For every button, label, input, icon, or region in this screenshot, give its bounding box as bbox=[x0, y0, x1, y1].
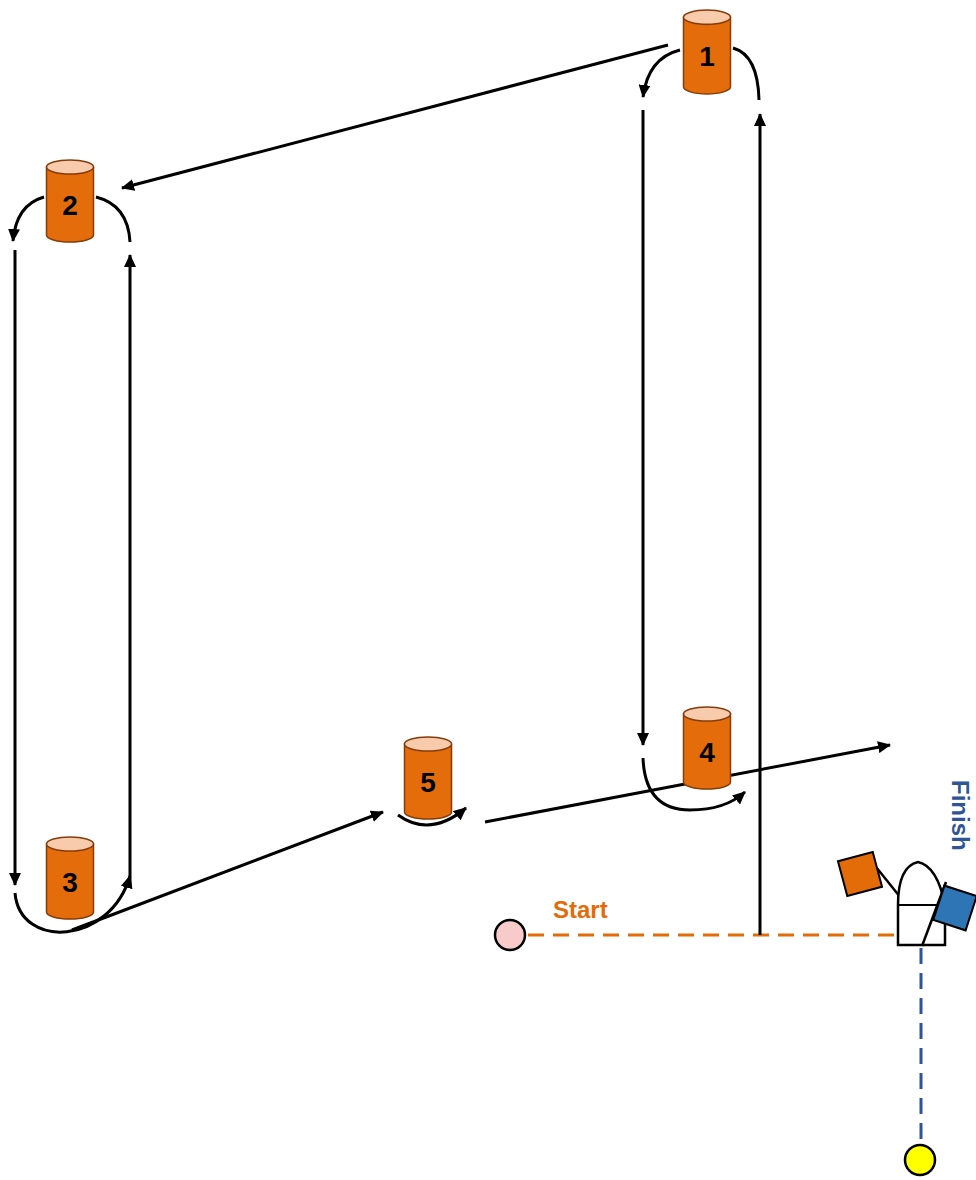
course-line bbox=[759, 114, 762, 935]
course-leg bbox=[72, 812, 383, 930]
buoy-marker: 3 bbox=[45, 835, 95, 920]
course-leg bbox=[642, 110, 645, 745]
rounding-arc bbox=[13, 197, 44, 241]
buoy-number: 5 bbox=[420, 769, 436, 797]
buoy-number: 3 bbox=[62, 869, 78, 897]
buoy-marker: 1 bbox=[682, 8, 732, 95]
rounding-arc bbox=[733, 48, 759, 100]
buoy-marker: 4 bbox=[682, 705, 732, 790]
finish-line bbox=[920, 948, 923, 1142]
course-leg bbox=[14, 250, 17, 885]
start-line bbox=[528, 934, 897, 937]
course-leg bbox=[122, 45, 668, 188]
finish-label: Finish bbox=[948, 780, 972, 851]
start-buoy bbox=[495, 920, 525, 950]
committee-boat bbox=[838, 852, 976, 946]
start-label: Start bbox=[553, 898, 608, 922]
buoy-marker: 2 bbox=[45, 158, 95, 243]
rounding-arc bbox=[96, 197, 130, 242]
buoy-marker: 5 bbox=[403, 735, 453, 820]
buoy-number: 2 bbox=[62, 192, 78, 220]
rounding-arc bbox=[643, 50, 680, 97]
finish-buoy bbox=[905, 1145, 935, 1175]
buoy-number: 4 bbox=[699, 739, 715, 767]
course-leg bbox=[129, 255, 132, 888]
buoy-number: 1 bbox=[699, 43, 715, 71]
